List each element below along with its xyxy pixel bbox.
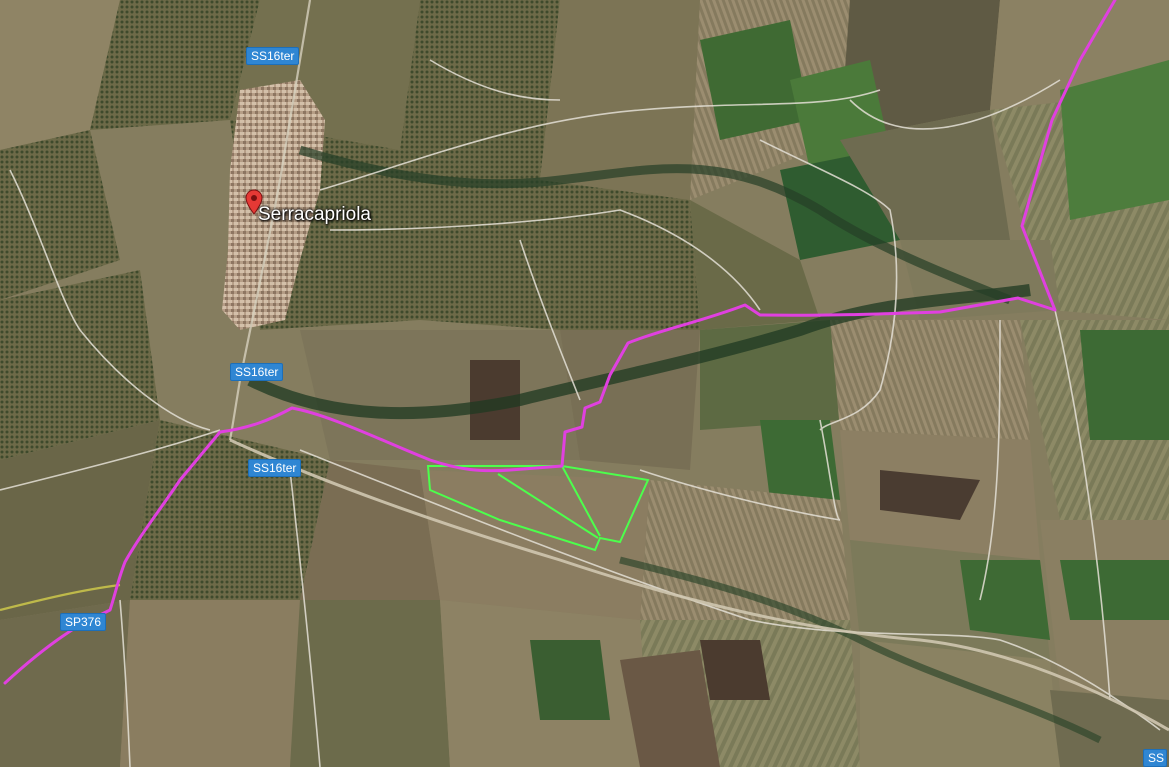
river-corridor — [247, 284, 1031, 420]
place-label-serracapriola[interactable]: Serracapriola — [258, 204, 371, 225]
power-line-route — [3, 0, 1117, 685]
ss16ter-road-north — [228, 0, 312, 441]
place-marker[interactable] — [245, 189, 263, 220]
road-shield-ss-edge[interactable]: SS — [1143, 749, 1168, 767]
sp376-road — [0, 583, 121, 612]
stream-corridor-south — [619, 556, 1102, 744]
road-shield-sp376[interactable]: SP376 — [60, 613, 107, 631]
stream-corridor — [298, 145, 1012, 305]
road-shield-ss16ter-mid[interactable]: SS16ter — [230, 363, 284, 381]
town-area — [222, 80, 325, 330]
local-roads — [0, 59, 1161, 767]
land-parcel-outline — [426, 465, 650, 552]
road-shield-ss16ter-north[interactable]: SS16ter — [246, 47, 300, 65]
map-pin-icon[interactable] — [245, 189, 263, 215]
ss16ter-road — [229, 438, 1169, 732]
road-shield-ss16ter-south[interactable]: SS16ter — [248, 459, 302, 477]
